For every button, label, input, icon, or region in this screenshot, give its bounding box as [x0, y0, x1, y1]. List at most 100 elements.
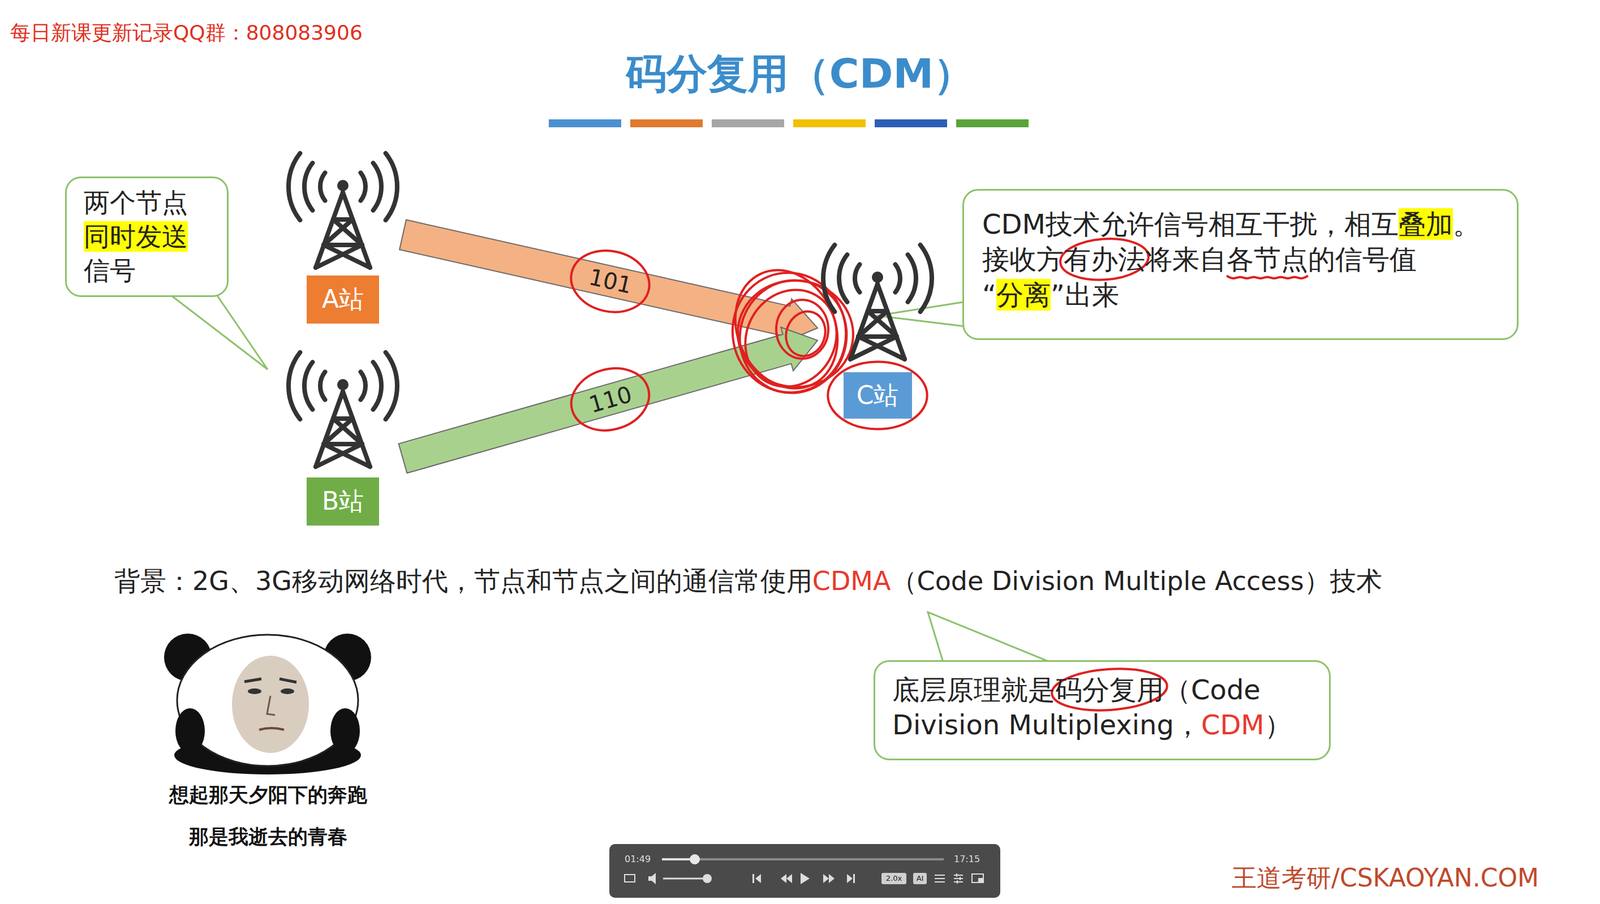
edge-label-slot: 110	[582, 380, 639, 419]
pip-icon	[978, 878, 983, 883]
speaker-icon	[648, 872, 656, 885]
list-icon	[934, 875, 945, 883]
text-run: 背景：2G、3G移动网络时代，节点和节点之间的通信常使用	[114, 565, 813, 597]
text-run: （Code	[1163, 673, 1261, 706]
rewind-icon	[786, 874, 793, 884]
station-node: B站	[282, 350, 403, 528]
progress-knob	[689, 854, 700, 865]
tower-top	[337, 379, 349, 391]
radio-wave	[320, 371, 325, 400]
tower-strut	[315, 444, 363, 467]
pen-loop	[776, 299, 829, 359]
pen-circle	[564, 359, 657, 440]
next-icon	[846, 874, 853, 884]
meme-ground	[163, 627, 373, 855]
tower-strut	[858, 336, 905, 360]
tower-lines	[823, 244, 932, 360]
radio-wave	[895, 264, 901, 292]
volume-track	[663, 878, 708, 880]
slide-title: 码分复用（CDM）	[625, 47, 975, 101]
radio-wave	[385, 153, 398, 221]
radio-wave	[288, 153, 300, 221]
forward-icon	[823, 874, 829, 884]
label-slot: 背景：2G、3G移动网络时代，节点和节点之间的通信常使用CDMA（Code Di…	[114, 565, 1383, 597]
signal-arrow	[399, 220, 818, 344]
panda-head	[177, 634, 359, 767]
bar-segment	[548, 119, 622, 128]
radio-wave	[373, 162, 382, 211]
radio-tower	[282, 151, 403, 271]
prev-icon	[755, 874, 761, 884]
tower-strut	[323, 444, 371, 467]
meme-caption: 那是我逝去的青春	[163, 824, 373, 849]
text-run: CDMA	[812, 565, 892, 597]
signal-arrow	[398, 327, 818, 473]
video-controls	[609, 844, 1001, 898]
pen-underline	[1226, 275, 1309, 279]
text-run: ”出来	[1050, 278, 1120, 311]
code-sequence: 101	[582, 263, 638, 300]
radio-tower	[817, 243, 938, 363]
panda-cheek	[175, 708, 205, 754]
code-sequence: 110	[582, 380, 639, 419]
speed-badge	[881, 872, 907, 885]
tower-strut	[315, 244, 363, 268]
text-run: 两个节点	[83, 187, 188, 218]
label-slot: 王道考研/CSKAOYAN.COM	[1231, 863, 1539, 894]
text-run: 分离	[996, 278, 1051, 311]
label-slot: 17:15	[953, 853, 980, 865]
face-eye	[247, 688, 262, 695]
tower-top	[337, 179, 349, 192]
forward-icon	[828, 874, 835, 884]
bar-segment	[711, 119, 785, 128]
radio-wave	[823, 244, 835, 312]
pen-circle	[827, 362, 927, 430]
group-notice: 每日新课更新记录QQ群：808083906	[10, 20, 363, 45]
tower-top	[871, 271, 884, 283]
bar-segment	[874, 119, 948, 128]
tower-strut	[323, 244, 371, 268]
text-run: （Code Division Multiple Access）技术	[891, 565, 1383, 597]
callout-tail	[927, 612, 1064, 668]
callout-box: 底层原理就是码分复用（Code Division Multiplexing，CD…	[873, 660, 1331, 761]
volume-knob	[702, 874, 712, 884]
face-brow	[244, 678, 297, 683]
tower-strut	[323, 219, 353, 245]
text-run: 底层原理就是	[892, 673, 1056, 706]
tower-strut	[323, 418, 353, 445]
text-run: ）	[1264, 708, 1292, 741]
label-slot: 2.0x	[881, 872, 907, 885]
ai-badge	[913, 872, 927, 885]
label-slot: 想起那天夕阳下的奔跑	[163, 783, 373, 807]
radio-wave	[360, 371, 366, 400]
callout-box: CDM技术允许信号相互干扰，相互叠加。接收方有办法将来自各节点的信号值“分离”出…	[962, 188, 1519, 341]
pen-scribble	[716, 253, 859, 406]
text-run: 信号	[83, 255, 136, 286]
text-run: Division Multiplexing，	[892, 708, 1202, 741]
station-label: C站	[843, 372, 913, 419]
text-run: 接收方	[982, 243, 1064, 275]
control-bar	[609, 844, 1001, 898]
background-note: 背景：2G、3G移动网络时代，节点和节点之间的通信常使用CDMA（Code Di…	[114, 565, 1383, 597]
prev-icon	[752, 874, 755, 884]
callout-text: CDM技术允许信号相互干扰，相互叠加。接收方有办法将来自各节点的信号值“分离”出…	[982, 206, 1499, 313]
time-total: 17:15	[953, 853, 980, 865]
pen-loop	[779, 306, 832, 362]
brand-mark: 王道考研/CSKAOYAN.COM	[1231, 863, 1539, 894]
bar-segment	[630, 119, 703, 128]
text-run: CDM技术允许信号相互干扰，相互	[982, 208, 1399, 240]
label-slot: 每日新课更新记录QQ群：808083906	[10, 20, 363, 45]
radio-wave	[920, 244, 932, 312]
label-slot: AI	[913, 872, 927, 885]
next-icon	[853, 874, 855, 884]
radio-wave	[304, 162, 313, 211]
callout-tail	[158, 285, 268, 370]
text-run: 将来自	[1145, 243, 1227, 275]
time-current: 01:49	[624, 853, 651, 865]
rewind-icon	[780, 874, 787, 884]
text-run: 同时发送	[83, 221, 188, 252]
edge-label-slot: 101	[582, 263, 638, 300]
